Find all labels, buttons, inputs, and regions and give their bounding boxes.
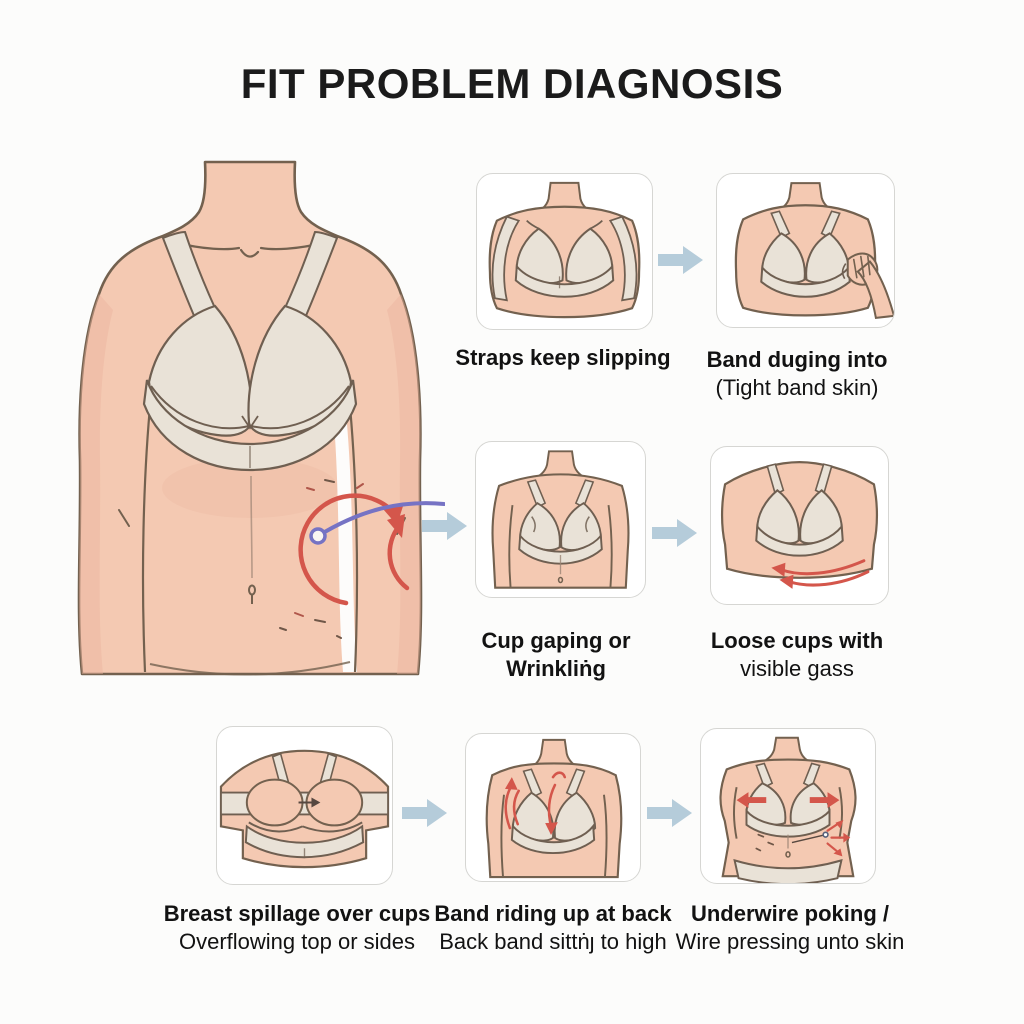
flow-arrow-right-icon <box>647 797 693 829</box>
caption-underwire-poking: Underwire poking / Wire pressing unto sk… <box>650 900 930 955</box>
push-left-arrow <box>736 792 767 808</box>
panel-underwire-poking <box>700 728 876 884</box>
illustration-loose-cups-icon <box>720 461 879 589</box>
caption-cup-gaping: Cup gaping or Wrinkliṅg <box>430 627 682 682</box>
illustration-band-digging-icon <box>734 182 894 319</box>
caption-line: Loose cups with <box>710 628 884 653</box>
illustration-straps-slipping-icon <box>488 181 641 319</box>
caption-line: Overflowing top or sides <box>179 928 415 954</box>
panel-straps-slipping <box>476 173 653 330</box>
caption-line: (Tight band skin) <box>715 374 879 400</box>
main-torso-illustration <box>55 158 446 678</box>
caption-breast-spillage: Breast spillage over cups Overflowing to… <box>158 900 436 955</box>
illustration-band-riding-up-icon <box>485 738 623 879</box>
callout-curve <box>316 501 446 538</box>
caption-band-digging: Band duging into (Tight band skin) <box>668 346 926 401</box>
flow-arrow-right-icon <box>652 517 698 549</box>
caption-loose-cups: Loose cups with visible gass <box>668 627 926 682</box>
panel-cup-gaping <box>475 441 646 598</box>
caption-line: Wrinkliṅg <box>506 655 606 681</box>
loose-band-arrows <box>779 559 870 587</box>
rotation-arrow-annotation <box>298 493 410 606</box>
caption-line: Breast spillage over cups <box>163 901 431 926</box>
page-title: FIT PROBLEM DIAGNOSIS <box>240 60 784 107</box>
torso-with-bra-icon <box>77 160 446 676</box>
caption-line: Straps keep slipping <box>455 345 671 370</box>
callout-pin-icon <box>309 527 327 545</box>
panel-band-riding-up <box>465 733 641 882</box>
illustration-underwire-poking-icon <box>719 736 857 883</box>
caption-straps-slipping: Straps keep slipping <box>437 344 689 372</box>
push-right-arrow <box>809 792 840 808</box>
caption-line: Wire pressing unto skin <box>675 928 905 954</box>
caption-line: visible gass <box>740 655 854 681</box>
illustration-breast-spillage-icon <box>219 749 390 869</box>
caption-line: Band riding up at back <box>434 901 672 926</box>
flow-arrow-right-icon <box>658 244 704 276</box>
illustration-cup-gaping-icon <box>491 450 630 589</box>
panel-breast-spillage <box>216 726 393 885</box>
caption-line: Back band sittṅȷ to high <box>439 928 667 954</box>
panel-band-digging <box>716 173 895 328</box>
caption-line: Cup gaping or <box>481 628 631 653</box>
flow-arrow-right-icon <box>422 510 468 542</box>
caption-line: Band duging into <box>706 347 888 372</box>
panel-loose-cups <box>710 446 889 605</box>
caption-band-riding-up: Band riding up at back Back band sittṅȷ … <box>413 900 693 955</box>
flow-arrow-right-icon <box>402 797 448 829</box>
caption-line: Underwire poking / <box>690 901 890 926</box>
